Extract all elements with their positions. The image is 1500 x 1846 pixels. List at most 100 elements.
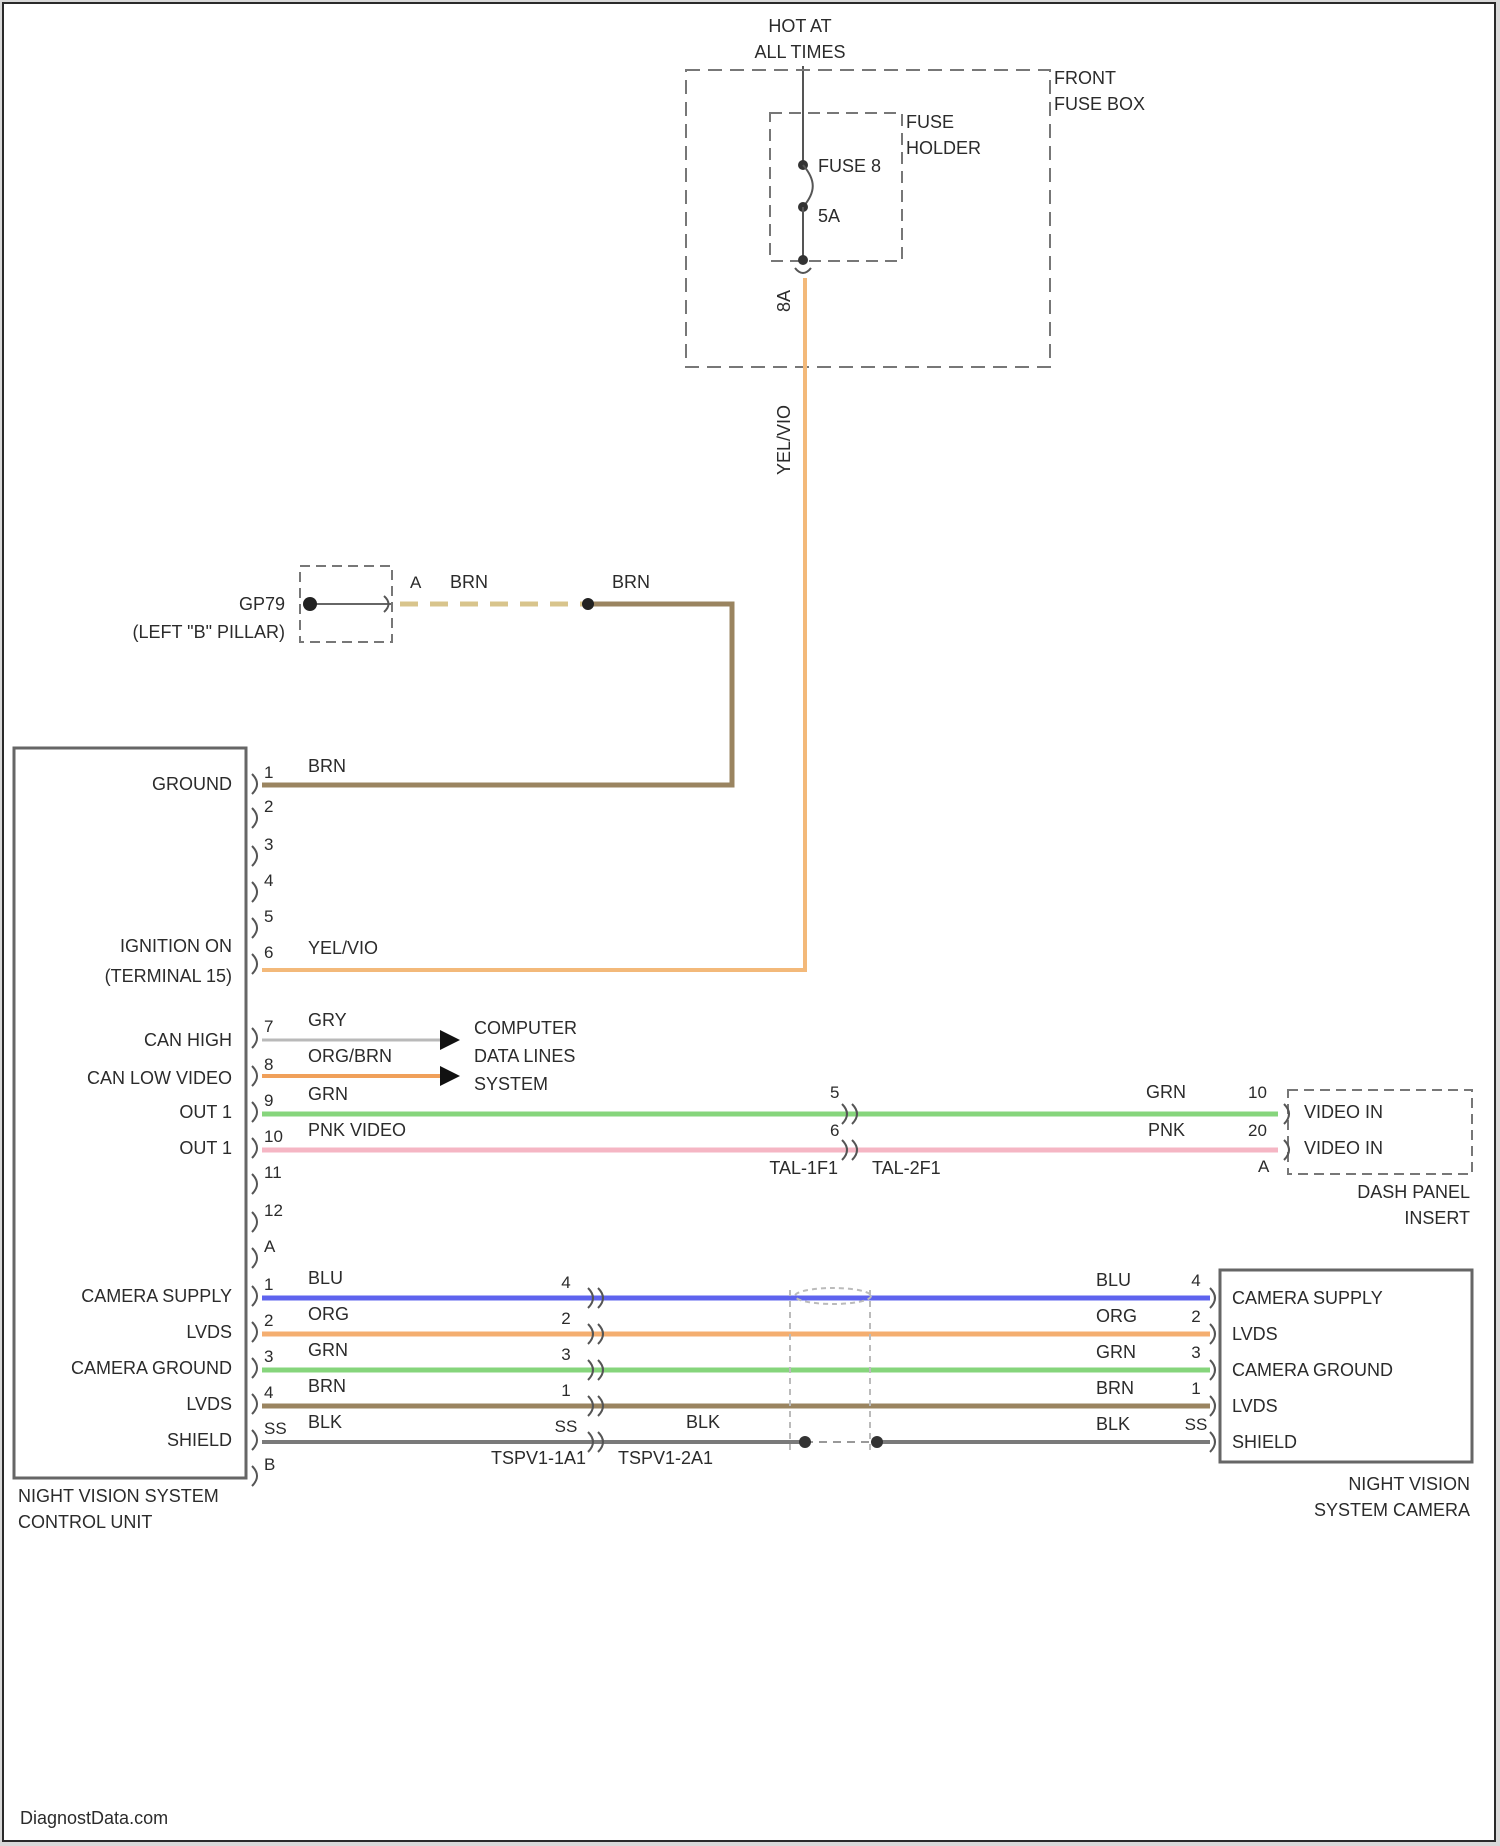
cu-pin-symbol [252, 808, 257, 828]
camera-name-1: NIGHT VISION [1348, 1474, 1470, 1494]
camera-wire-label: ORG [1096, 1306, 1137, 1326]
cu-pin-symbol [252, 1322, 257, 1342]
cu-pin-symbol [252, 918, 257, 938]
cu-pin-number: B [264, 1455, 275, 1474]
cu-label-camera-ground: CAMERA GROUND [71, 1358, 232, 1378]
night-vision-camera: CAMERA SUPPLY 4 BLU LVDS 2 ORG CAMERA GROUND 3 G… [1096, 1270, 1472, 1520]
computer-data-lines-label-3: SYSTEM [474, 1074, 548, 1094]
tal-pin-5: 5 [830, 1083, 839, 1102]
dash-pin-a: A [1258, 1157, 1270, 1176]
cu-pin-symbol [252, 1394, 257, 1414]
fuse-name: FUSE 8 [818, 156, 881, 176]
control-unit-name-2: CONTROL UNIT [18, 1512, 152, 1532]
dash-pin-10: 10 [1248, 1083, 1267, 1102]
camera-label: LVDS [1232, 1396, 1278, 1416]
control-unit-name-1: NIGHT VISION SYSTEM [18, 1486, 219, 1506]
computer-data-lines: COMPUTER DATA LINES SYSTEM [440, 1018, 577, 1094]
ground-point-pin: A [410, 573, 422, 592]
camera-pin-symbol [1210, 1324, 1215, 1344]
cu-label-shield: SHIELD [167, 1430, 232, 1450]
cu-pin-number: 11 [264, 1163, 282, 1182]
tal-pin-6: 6 [830, 1121, 839, 1140]
tspv-right-label: TSPV1-2A1 [618, 1448, 713, 1468]
tal-right-label: TAL-2F1 [872, 1158, 941, 1178]
computer-data-lines-label-2: DATA LINES [474, 1046, 575, 1066]
control-unit: NIGHT VISION SYSTEM CONTROL UNIT GROUND … [14, 748, 406, 1532]
fuse-holder-label-2: HOLDER [906, 138, 981, 158]
camera-wire-label: BLU [1096, 1270, 1131, 1290]
ground-point-name: GP79 [239, 594, 285, 614]
power-section: HOT AT ALL TIMES FRONT FUSE BOX FUSE HOL… [686, 16, 1145, 475]
cu-pin-number: 4 [264, 1383, 273, 1402]
camera-label: SHIELD [1232, 1432, 1297, 1452]
tspv-pin-number: 4 [561, 1273, 570, 1292]
cu-label-lvds-pos: LVDS [186, 1322, 232, 1342]
tspv-left-label: TSPV1-1A1 [491, 1448, 586, 1468]
cu-pin-symbol [252, 1028, 257, 1048]
camera-pin-number: 2 [1191, 1307, 1200, 1326]
camera-pin-number: 4 [1191, 1271, 1200, 1290]
camera-label: CAMERA GROUND [1232, 1360, 1393, 1380]
dash-panel-name-1: DASH PANEL [1357, 1182, 1470, 1202]
cu-wire-c3: GRN [308, 1340, 348, 1360]
tal-left-label: TAL-1F1 [769, 1158, 838, 1178]
ground-wire-label-2: BRN [612, 572, 650, 592]
camera-pin-symbol [1210, 1396, 1215, 1416]
dash-panel-insert: VIDEO IN VIDEO IN 10 20 A GRN PNK DASH P… [1146, 1082, 1472, 1228]
cu-label-camera-supply: CAMERA SUPPLY [81, 1286, 232, 1306]
cu-pin-symbol [252, 1138, 257, 1158]
ground-splice [582, 598, 594, 610]
front-fuse-box-outline [686, 70, 1050, 367]
can-high-arrow [440, 1030, 460, 1050]
camera-name-2: SYSTEM CAMERA [1314, 1500, 1470, 1520]
cu-pin-symbol [252, 954, 257, 974]
can-low-arrow [440, 1066, 460, 1086]
camera-pin-symbol [1210, 1288, 1215, 1308]
camera-wire-label: BRN [1096, 1378, 1134, 1398]
camera-label: LVDS [1232, 1324, 1278, 1344]
cu-pin-number: 10 [264, 1127, 283, 1146]
cu-wire-p8: ORG/BRN [308, 1046, 392, 1066]
shield-splice-right [871, 1436, 883, 1448]
camera-label: CAMERA SUPPLY [1232, 1288, 1383, 1308]
tspv-pin-number: 1 [561, 1381, 570, 1400]
cu-pin-symbol [252, 1174, 257, 1194]
cu-pin-number: 9 [264, 1091, 273, 1110]
dash-video-in-1: VIDEO IN [1304, 1102, 1383, 1122]
power-source-label-2: ALL TIMES [754, 42, 845, 62]
cu-pin-number: 5 [264, 907, 273, 926]
cu-pin-symbol [252, 1102, 257, 1122]
front-fuse-box-label-2: FUSE BOX [1054, 94, 1145, 114]
ground-point-location: (LEFT "B" PILLAR) [133, 622, 286, 642]
ground-point-terminal [303, 597, 317, 611]
cu-label-out1-b: OUT 1 [179, 1138, 232, 1158]
cu-wire-p9: GRN [308, 1084, 348, 1104]
fuse-holder-outline [770, 113, 902, 261]
camera-wire-label: BLK [1096, 1414, 1130, 1434]
tspv-wire-blk: BLK [686, 1412, 720, 1432]
cu-label-lvds-neg: LVDS [186, 1394, 232, 1414]
cu-pin-symbol [252, 774, 257, 794]
power-source-label-1: HOT AT [768, 16, 831, 36]
camera-pin-number: 3 [1191, 1343, 1200, 1362]
cu-label-ignition-2: (TERMINAL 15) [105, 966, 232, 986]
cu-pin-symbol [252, 1466, 257, 1486]
camera-pin-symbol [1210, 1432, 1215, 1452]
front-fuse-box-label-1: FRONT [1054, 68, 1116, 88]
cu-label-ignition-1: IGNITION ON [120, 936, 232, 956]
ground-wire-label-1: BRN [450, 572, 488, 592]
cu-wire-p1: BRN [308, 756, 346, 776]
cu-pin-number: 7 [264, 1017, 273, 1036]
camera-pin-number: 1 [1191, 1379, 1200, 1398]
cu-pin-number: 2 [264, 1311, 273, 1330]
dash-panel-name-2: INSERT [1404, 1208, 1470, 1228]
camera-wire-label: GRN [1096, 1342, 1136, 1362]
cu-wire-c1: BLU [308, 1268, 343, 1288]
cu-pin-number: 8 [264, 1055, 273, 1074]
fuse-connector-symbol [795, 268, 811, 273]
fuse-holder-label-1: FUSE [906, 112, 954, 132]
camera-pin-symbol [1210, 1360, 1215, 1380]
computer-data-lines-label-1: COMPUTER [474, 1018, 577, 1038]
dash-pin-20: 20 [1248, 1121, 1267, 1140]
